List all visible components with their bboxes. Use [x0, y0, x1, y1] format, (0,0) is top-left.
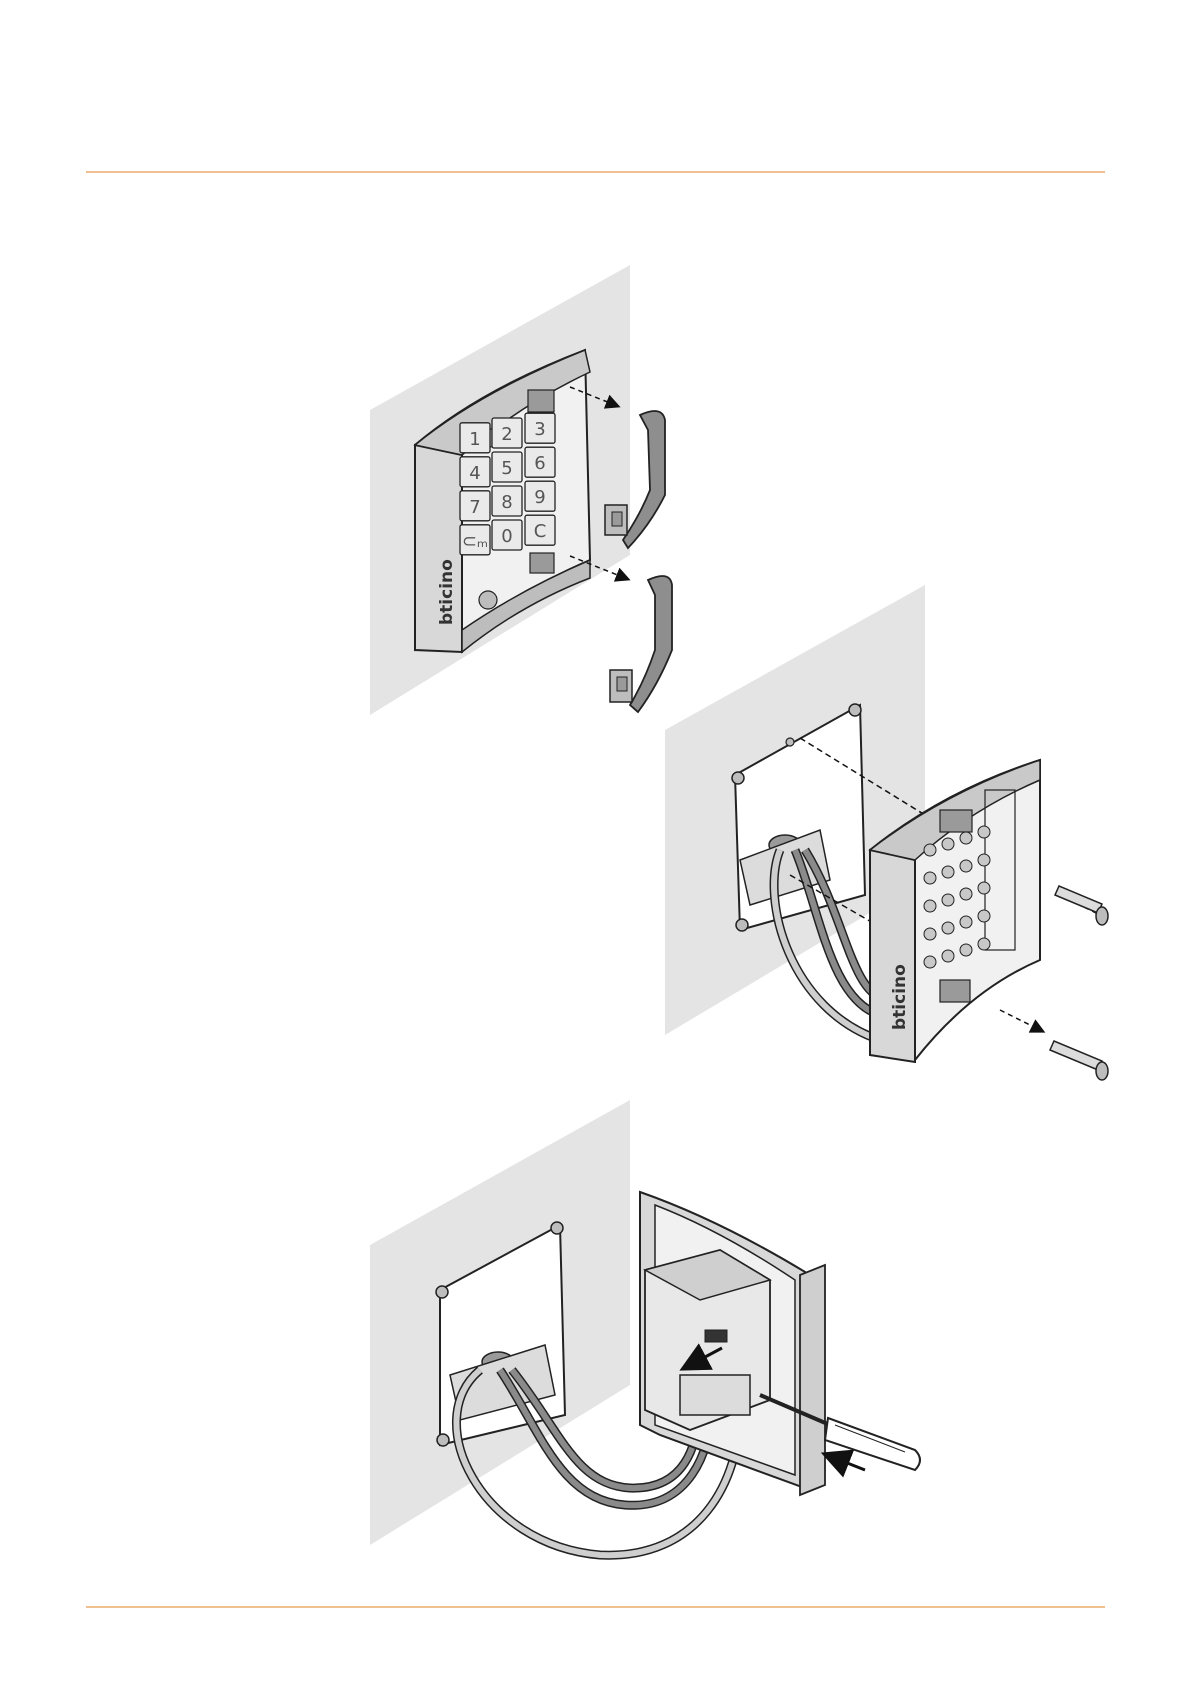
rear-hole: [942, 922, 954, 934]
keypad-key-label: 9: [534, 487, 545, 508]
rear-hole: [978, 826, 990, 838]
keypad-key-label: 8: [501, 492, 512, 513]
rear-hole: [942, 950, 954, 962]
rear-hole: [978, 938, 990, 950]
keypad-key-label: 4: [469, 463, 480, 484]
keypad-key-label: ⊂ₘ: [462, 531, 488, 552]
rear-hole: [978, 882, 990, 894]
rear-hole: [960, 860, 972, 872]
rear-hole: [924, 928, 936, 940]
keypad-key-label: 5: [501, 458, 512, 479]
module-rear-fig3: [640, 1192, 825, 1495]
keypad-key-label: 6: [534, 453, 545, 474]
keypad-key-label: 7: [469, 497, 480, 518]
rear-hole: [978, 910, 990, 922]
keypad-key-label: 0: [501, 526, 512, 547]
rear-hole: [942, 866, 954, 878]
screw-bottom: [1000, 1010, 1108, 1080]
end-cover-bottom: [610, 576, 672, 712]
keypad-key-label: 1: [469, 429, 480, 450]
brand-logo-fig1: bticino: [437, 559, 457, 625]
figure-1-keypad-cover-removal: 3 21 6 54 9 87C 0 ⊂ₘ bticino: [370, 265, 672, 715]
rear-hole: [924, 900, 936, 912]
figure-3-module-release: [370, 1100, 920, 1555]
rear-hole: [960, 888, 972, 900]
rear-hole: [960, 832, 972, 844]
rear-hole: [942, 838, 954, 850]
rear-hole: [942, 894, 954, 906]
figure-2-module-fixing: bticino: [665, 585, 1108, 1080]
rear-hole: [924, 872, 936, 884]
rear-hole: [924, 844, 936, 856]
rear-hole: [924, 956, 936, 968]
brand-logo-fig2: bticino: [890, 964, 910, 1030]
keypad-key-label: C: [534, 521, 547, 542]
keypad-key-label: 3: [534, 419, 545, 440]
keypad-key-label: 2: [501, 424, 512, 445]
rear-hole: [960, 916, 972, 928]
rear-hole: [960, 944, 972, 956]
rear-hole: [978, 854, 990, 866]
screw-top: [1055, 886, 1108, 925]
